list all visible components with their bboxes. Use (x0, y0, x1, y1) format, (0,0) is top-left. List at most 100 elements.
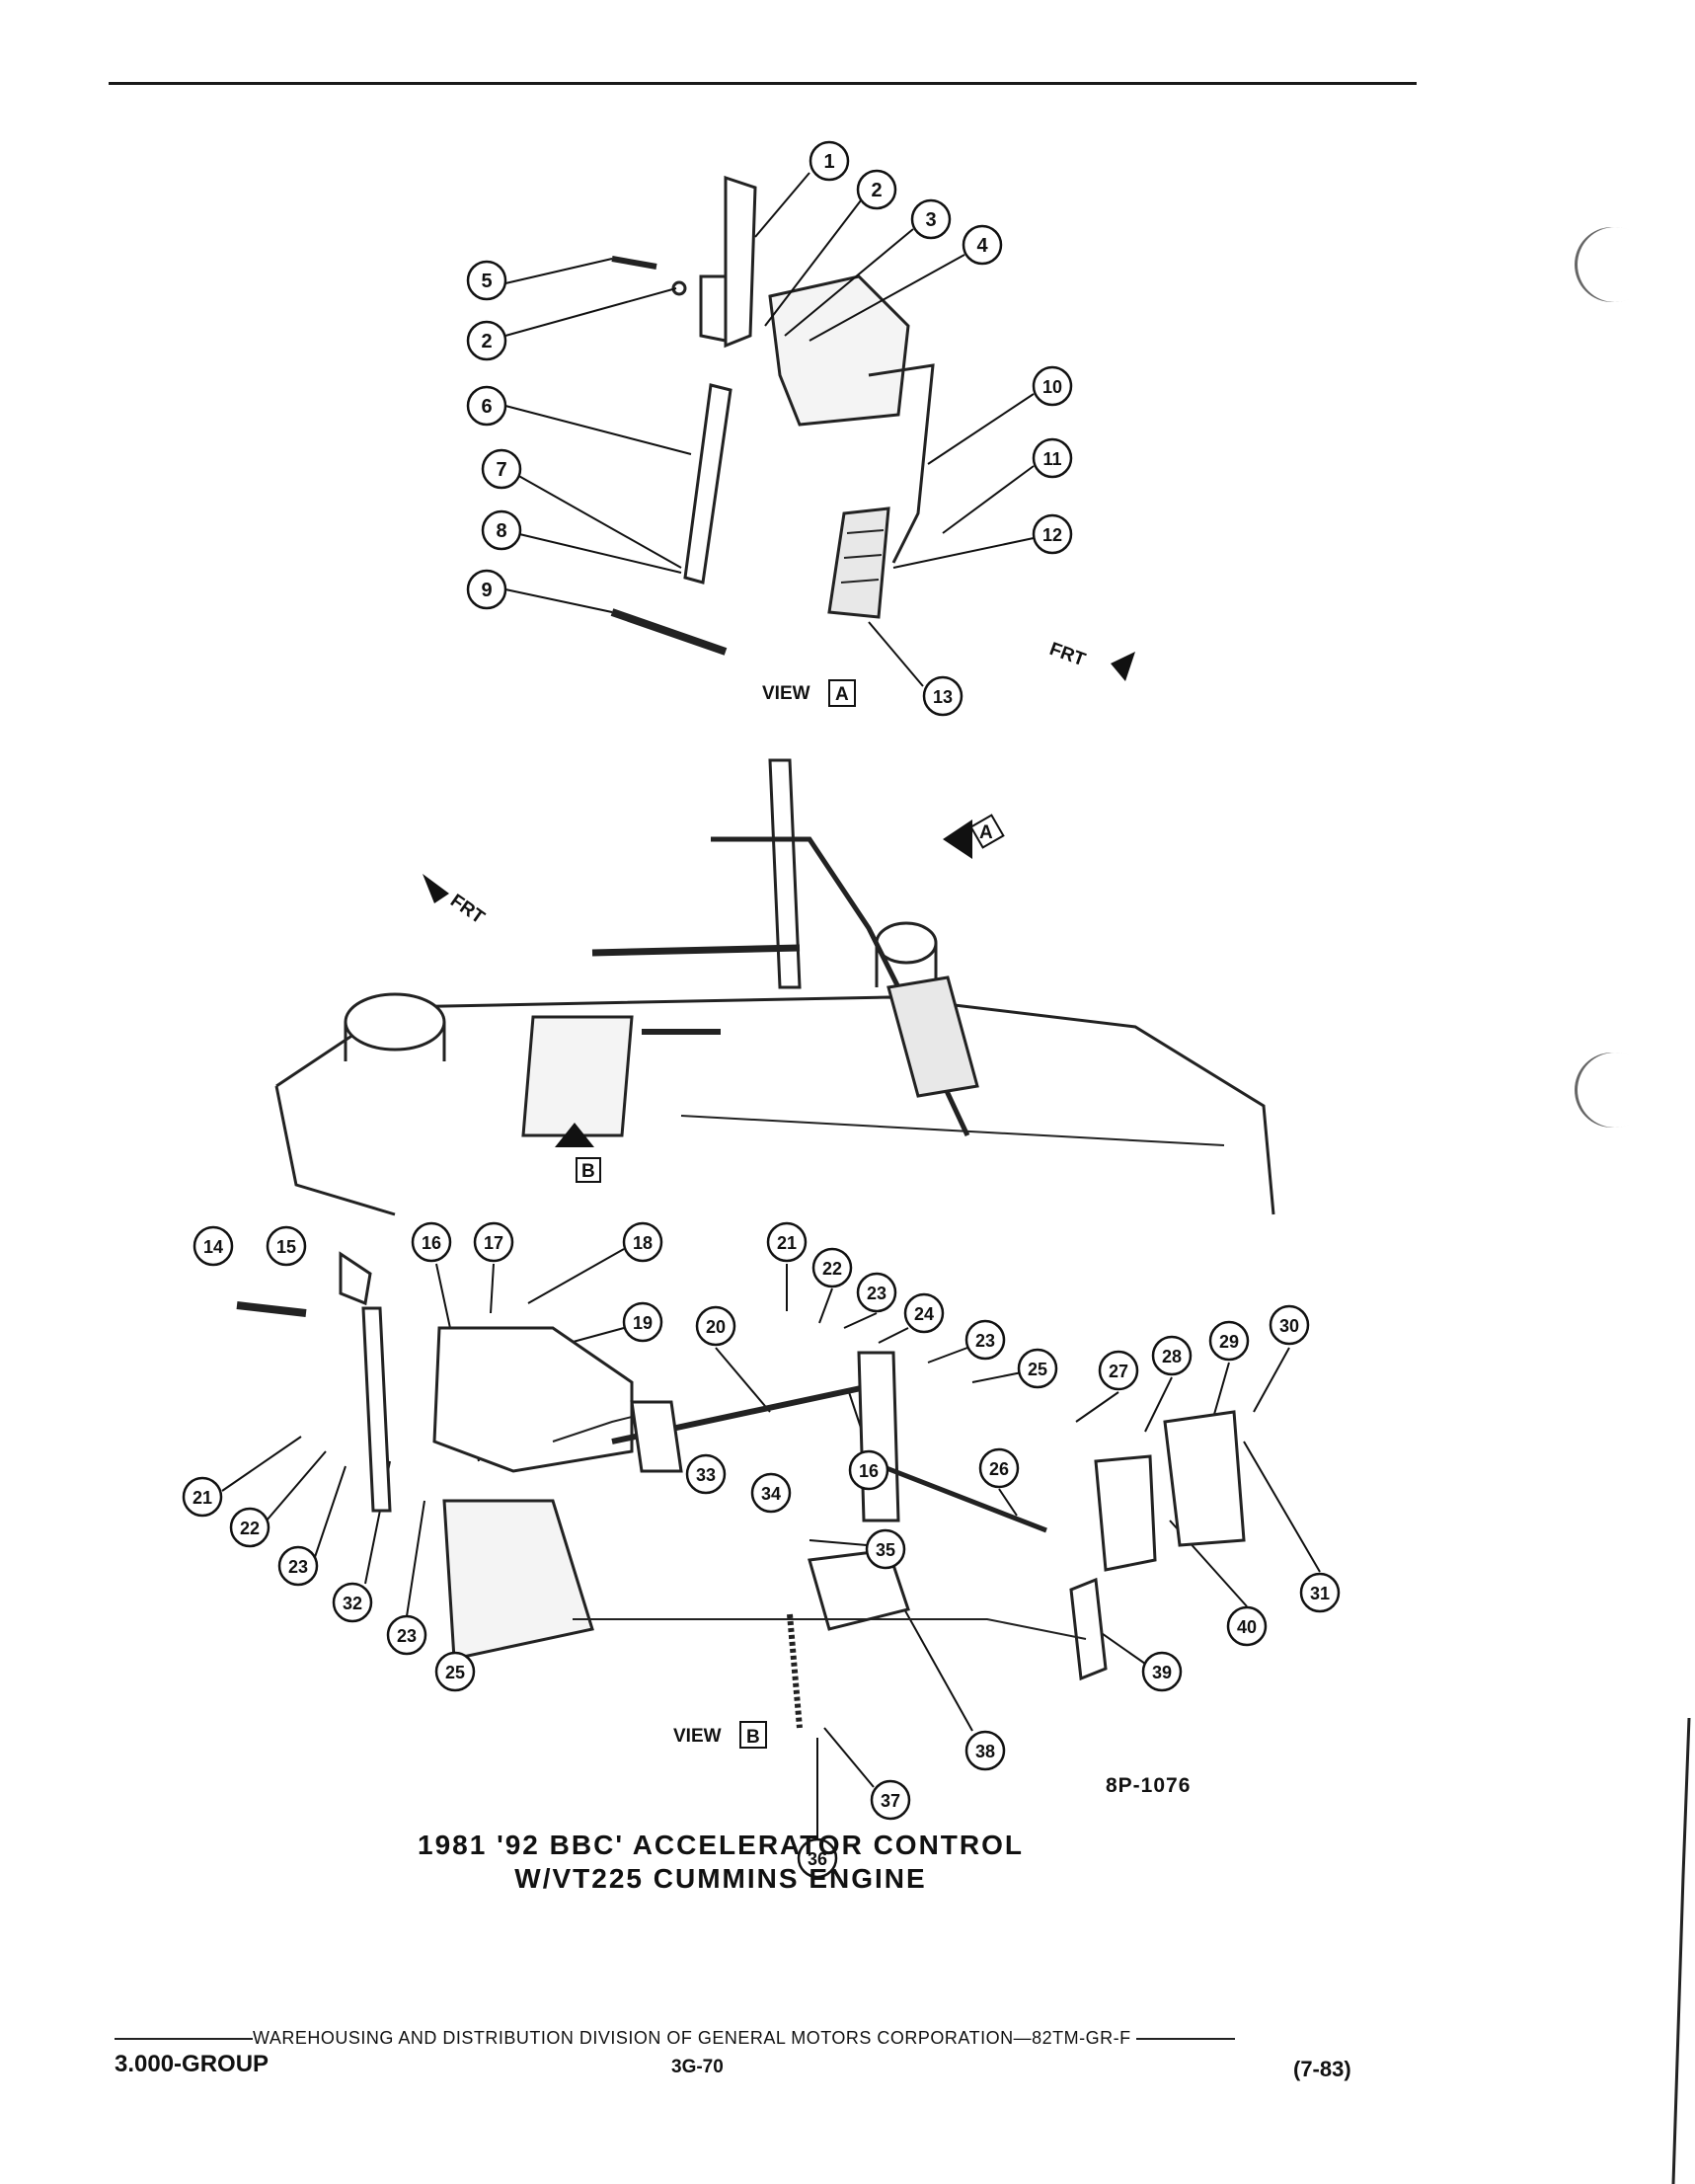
footer-group: 3.000-GROUP (115, 2051, 270, 2077)
callout-number: 26 (989, 1459, 1009, 1479)
callout-circle (1032, 513, 1073, 555)
callout-38: 38 (964, 1730, 1006, 1771)
callout-circle (332, 1582, 373, 1623)
callout-circle (466, 260, 507, 301)
header-rule (109, 82, 1417, 85)
callout-number: 28 (1162, 1347, 1182, 1366)
footer-date: (7-83) (1293, 2057, 1351, 2081)
callout-number: 25 (1028, 1360, 1047, 1379)
callout-39: 39 (1141, 1651, 1183, 1692)
callout-circle (182, 1476, 223, 1518)
callout-circle (685, 1453, 727, 1495)
binder-hole-bottom (1578, 1053, 1653, 1128)
callout-circle (1141, 1651, 1183, 1692)
callout-22: 22 (229, 1507, 270, 1548)
callout-circle (434, 1651, 476, 1692)
view-b-illustration (236, 1251, 1246, 1729)
callout-circle (1098, 1350, 1139, 1391)
callout-circle (870, 1779, 911, 1821)
callout-number: 27 (1109, 1362, 1128, 1381)
callout-number: 2 (481, 331, 492, 352)
callout-2: 2 (856, 169, 897, 210)
figure-number: 8P-1076 (1106, 1774, 1192, 1797)
callout-number: 39 (1152, 1663, 1172, 1682)
callout-circle (411, 1221, 452, 1263)
callout-circle (1032, 365, 1073, 407)
callout-circle (466, 320, 507, 361)
callout-number: 9 (481, 580, 492, 601)
callout-number: 37 (881, 1791, 900, 1811)
footer-division: WAREHOUSING AND DISTRIBUTION DIVISION OF… (253, 2028, 1131, 2048)
callout-circle (910, 198, 952, 240)
callout-number: 36 (808, 1849, 827, 1869)
callout-18: 18 (622, 1221, 663, 1263)
leader-lines (221, 172, 1321, 1838)
callout-circle (964, 1730, 1006, 1771)
callout-23: 23 (386, 1614, 427, 1656)
callout-number: 11 (1042, 449, 1061, 469)
callout-circle (865, 1528, 906, 1570)
callout-circle (811, 1247, 853, 1288)
callout-24: 24 (903, 1292, 945, 1334)
frt-arrow-mid: FRT (423, 874, 489, 929)
callout-circle (1151, 1335, 1193, 1376)
callout-19: 19 (622, 1301, 663, 1343)
callout-23: 23 (856, 1272, 897, 1313)
view-a-label: VIEW (762, 683, 810, 704)
callout-circle (903, 1292, 945, 1334)
callout-circle (964, 1319, 1006, 1361)
callout-number: 21 (777, 1233, 797, 1253)
callout-circle (922, 675, 963, 717)
callout-number: 20 (706, 1317, 726, 1337)
callout-circle (473, 1221, 514, 1263)
callout-circle (481, 448, 522, 490)
view-a-caption: VIEW A (762, 679, 856, 707)
callout-circle (809, 140, 850, 182)
callout-9: 9 (466, 569, 507, 610)
arrow-box-b-label: B (581, 1161, 595, 1182)
callout-number: 35 (876, 1540, 895, 1560)
callout-circle (1299, 1572, 1341, 1613)
view-a-illustration (610, 175, 935, 656)
callout-number: 6 (481, 396, 492, 418)
callout-31: 31 (1299, 1572, 1341, 1613)
callout-circle (848, 1449, 889, 1491)
callout-circle (856, 1272, 897, 1313)
callout-number: 40 (1237, 1617, 1257, 1637)
footer-page: 3G-70 (671, 2057, 724, 2077)
callout-1: 1 (809, 140, 850, 182)
callout-5: 5 (466, 260, 507, 301)
callout-23: 23 (277, 1545, 319, 1587)
callout-circle (466, 385, 507, 427)
callout-number: 21 (193, 1488, 212, 1508)
callout-13: 13 (922, 675, 963, 717)
view-b-caption: VIEW B (673, 1721, 767, 1749)
callout-15: 15 (266, 1225, 307, 1267)
view-b-arrow: B (555, 1123, 601, 1183)
frt-label-a: FRT (1046, 639, 1088, 671)
callout-20: 20 (695, 1305, 736, 1347)
view-a-arrow: A (943, 814, 1005, 859)
callout-number: 23 (975, 1331, 995, 1351)
engine-illustration (274, 758, 1275, 1216)
callout-number: 13 (933, 687, 953, 707)
view-b-box-label: B (746, 1727, 760, 1748)
callout-number: 31 (1310, 1584, 1330, 1603)
callout-number: 23 (288, 1557, 308, 1577)
callout-circle (466, 569, 507, 610)
arrow-box-a-label: A (979, 822, 993, 843)
callout-6: 6 (466, 385, 507, 427)
page-edge (1671, 1717, 1691, 2184)
callout-number: 34 (761, 1484, 781, 1504)
callout-circle (1269, 1304, 1310, 1346)
callout-8: 8 (481, 509, 522, 551)
callout-22: 22 (811, 1247, 853, 1288)
callout-28: 28 (1151, 1335, 1193, 1376)
callout-number: 25 (445, 1663, 465, 1682)
callout-34: 34 (750, 1472, 792, 1514)
callout-37: 37 (870, 1779, 911, 1821)
callout-17: 17 (473, 1221, 514, 1263)
callout-number: 10 (1042, 377, 1062, 397)
callout-number: 4 (976, 235, 988, 257)
